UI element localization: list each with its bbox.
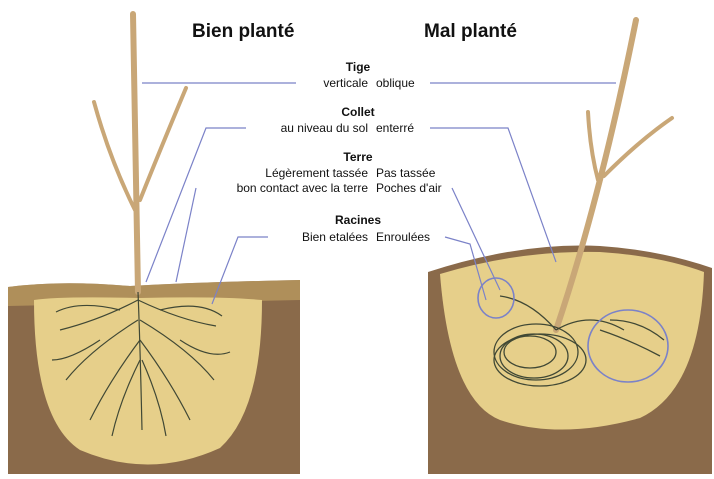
title-good: Bien planté (192, 22, 294, 41)
good-soil-block (8, 280, 300, 474)
label-tige-bad: oblique (376, 77, 415, 89)
label-racines-good: Bien etalées (302, 231, 368, 243)
heading-racines: Racines (326, 214, 390, 226)
label-terre-good-1: Légèrement tassée (265, 167, 368, 179)
label-racines-bad: Enroulées (376, 231, 430, 243)
label-collet-good: au niveau du sol (281, 122, 368, 134)
label-terre-good-2: bon contact avec la terre (237, 182, 368, 194)
label-terre-bad-2: Poches d'air (376, 182, 442, 194)
good-plant-stem (94, 14, 186, 292)
label-terre-bad-1: Pas tassée (376, 167, 435, 179)
heading-tige: Tige (334, 61, 382, 73)
label-tige-good: verticale (323, 77, 368, 89)
heading-terre: Terre (330, 151, 386, 163)
title-bad: Mal planté (424, 22, 517, 41)
heading-collet: Collet (330, 106, 386, 118)
label-collet-bad: enterré (376, 122, 414, 134)
